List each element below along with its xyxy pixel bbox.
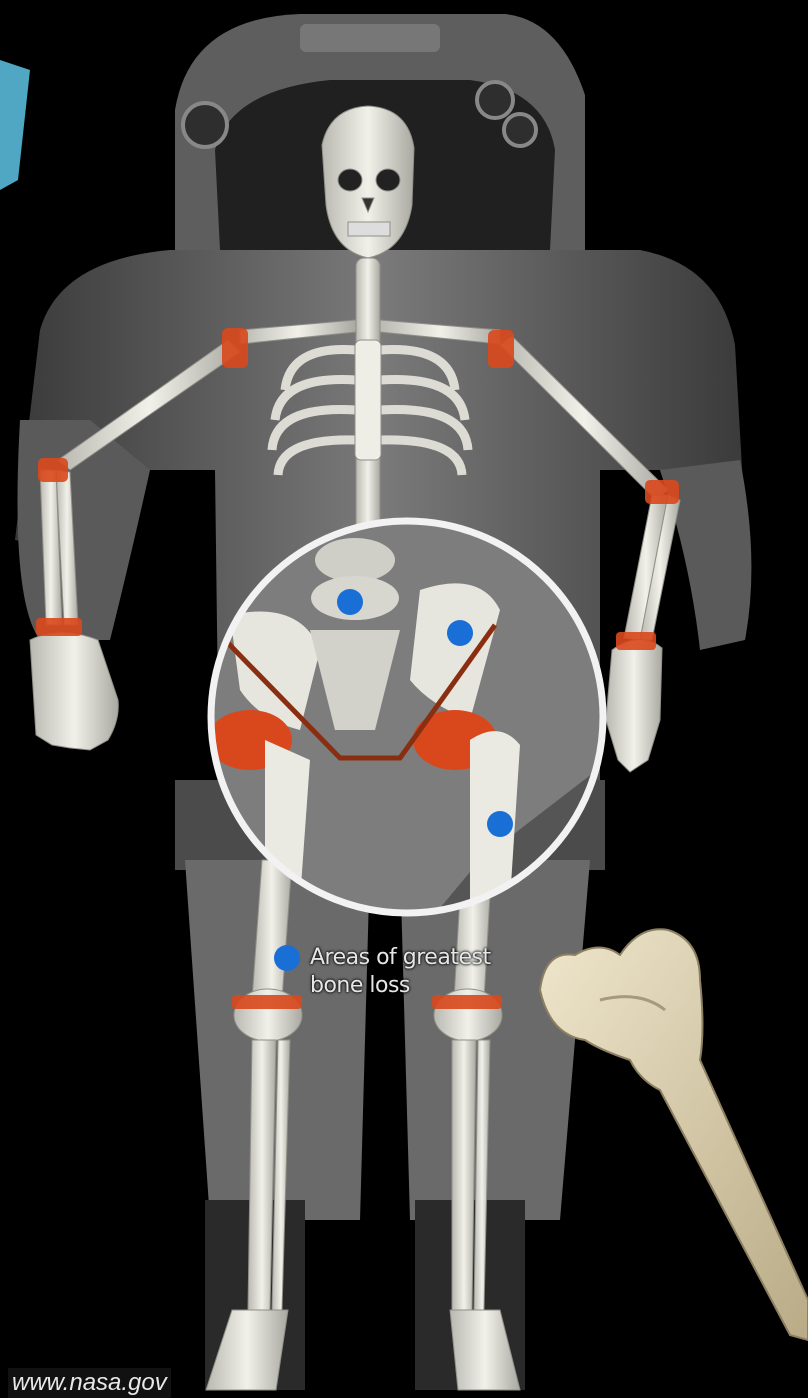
femur-bone: [540, 929, 808, 1340]
bone-loss-legend: Areas of greatest bone loss: [310, 944, 491, 1000]
source-credit: www.nasa.gov: [8, 1368, 171, 1398]
marker-legend: [274, 945, 300, 971]
legend-line-2: bone loss: [310, 972, 491, 1000]
edge-fragment: [0, 60, 30, 190]
marker-femur-neck: [487, 811, 513, 837]
marker-lumbar: [337, 589, 363, 615]
marker-hip: [447, 620, 473, 646]
legend-line-1: Areas of greatest: [310, 944, 491, 972]
